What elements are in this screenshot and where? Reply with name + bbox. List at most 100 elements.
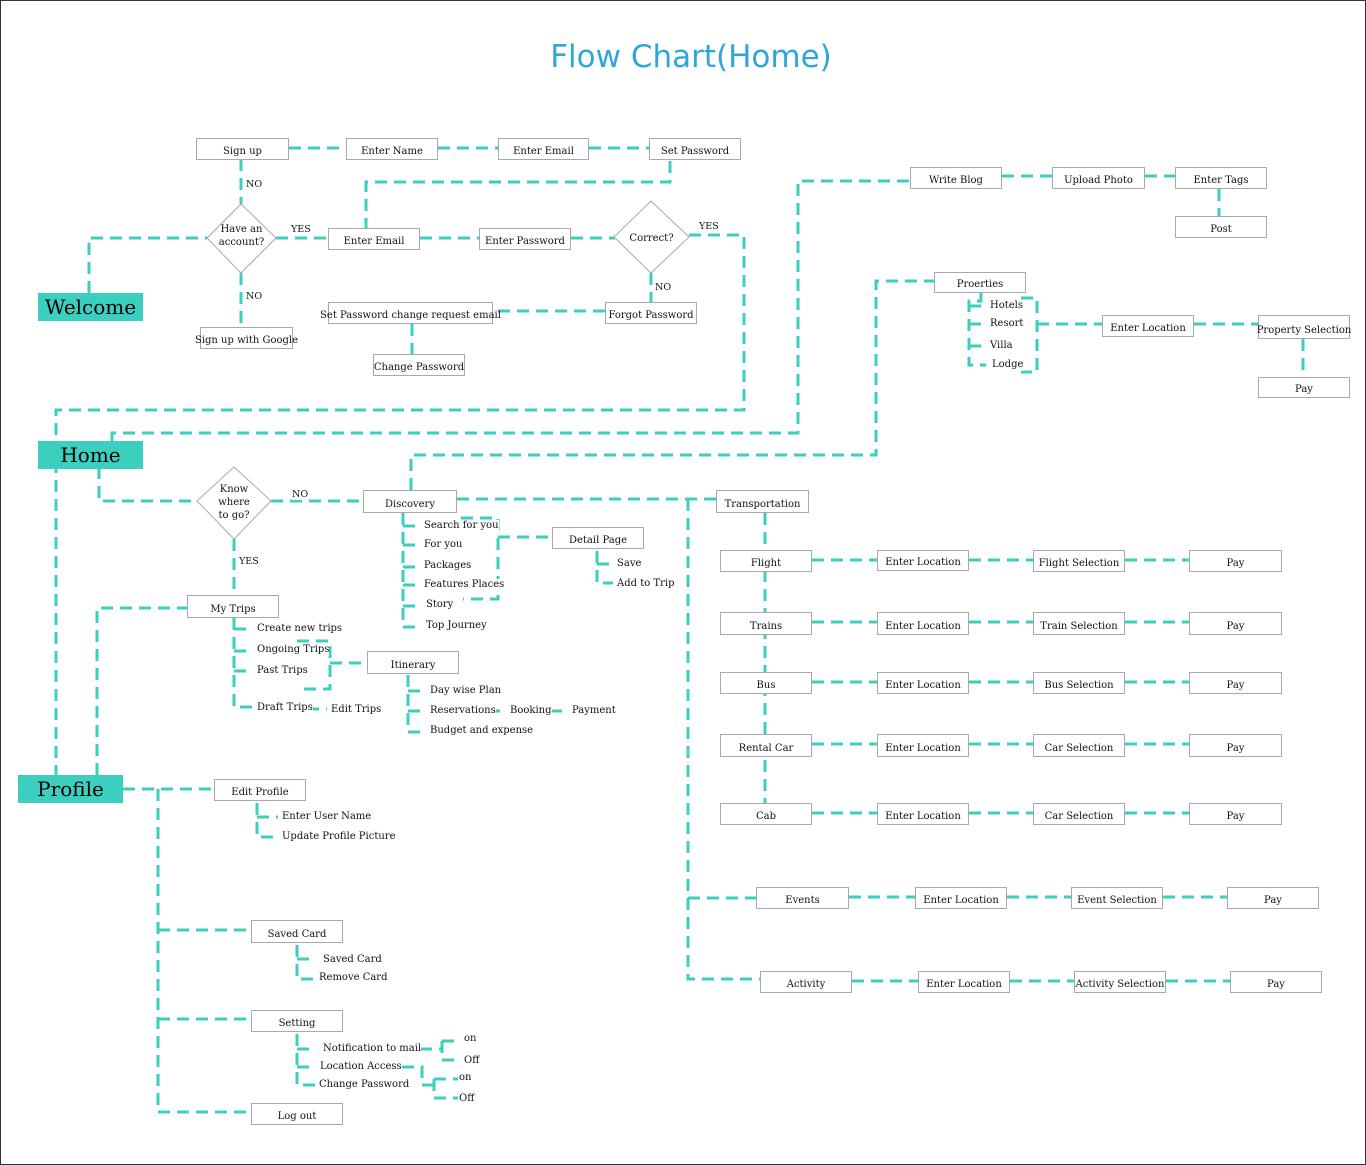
change-password-box: Change Password [373, 354, 465, 376]
transport-mode-box: Flight [720, 550, 812, 572]
enter-user-name-label: Enter User Name [282, 811, 372, 823]
set-password-change-box: Set Password change request email [320, 302, 501, 324]
transport-location-box: Enter Location [877, 612, 969, 635]
set-password-box: Set Password [649, 138, 741, 160]
add-to-trip-label: Add to Trip [617, 578, 675, 590]
save-label: Save [617, 558, 642, 570]
saved-card-label: Saved Card [323, 954, 382, 966]
transport-pay-box: Pay [1189, 734, 1282, 757]
discovery-item: Top Journey [426, 620, 487, 632]
yes-label: YES [291, 224, 311, 235]
log-out-box: Log out [251, 1103, 343, 1125]
no-label: NO [246, 179, 263, 190]
events-location-box: Enter Location [915, 887, 1007, 909]
trip-item: Draft Trips [257, 702, 313, 714]
saved-card-box: Saved Card [251, 920, 343, 943]
transport-pay-box: Pay [1189, 612, 1282, 635]
transport-pay-box: Pay [1189, 803, 1282, 825]
transport-selection-box: Bus Selection [1033, 672, 1125, 694]
transport-mode-box: Bus [720, 672, 812, 694]
profile-section: Profile [18, 775, 123, 803]
page-title: Flow Chart(Home) [550, 39, 832, 75]
trip-item: Ongoing Trips [257, 644, 330, 656]
discovery-box: Discovery [363, 490, 457, 513]
properties-box: Proerties [934, 272, 1026, 293]
detail-page-box: Detail Page [552, 527, 644, 549]
change-password-label: Change Password [319, 1079, 410, 1091]
discovery-item: Features Places [424, 579, 505, 591]
sign-up-google-box: Sign up with Google [195, 327, 298, 349]
hotels-label: Hotels [990, 300, 1024, 312]
no-label: NO [292, 489, 309, 500]
lodge-label: Lodge [992, 359, 1024, 371]
yes-label: YES [239, 556, 259, 567]
enter-tags-box: Enter Tags [1175, 167, 1267, 189]
activity-location-box: Enter Location [918, 971, 1010, 993]
correct-label: Correct? [629, 233, 674, 244]
transport-mode-box: Cab [720, 803, 812, 825]
correct-decision [613, 200, 690, 274]
have-account-decision [206, 203, 277, 274]
transport-mode-box: Rental Car [720, 734, 812, 757]
events-pay-box: Pay [1227, 887, 1319, 909]
transportation-box: Transportation [716, 490, 809, 513]
discovery-item: For you [424, 539, 463, 551]
itinerary-item: Day wise Plan [430, 685, 502, 697]
transport-pay-box: Pay [1189, 672, 1282, 694]
no-label: NO [246, 291, 263, 302]
remove-card-label: Remove Card [319, 972, 388, 984]
itinerary-item: Budget and expense [430, 725, 534, 737]
itinerary-item: Reservations [430, 705, 496, 717]
update-picture-label: Update Profile Picture [282, 831, 396, 843]
transport-selection-box: Car Selection [1033, 734, 1125, 757]
enter-password-box: Enter Password [479, 228, 571, 250]
villa-label: Villa [990, 340, 1013, 352]
property-pay-box: Pay [1258, 377, 1350, 398]
transport-pay-box: Pay [1189, 550, 1282, 572]
on-label: on [464, 1033, 477, 1045]
notification-label: Notification to mail [323, 1043, 422, 1055]
transport-location-box: Enter Location [877, 803, 969, 825]
edit-profile-box: Edit Profile [214, 779, 306, 801]
transport-location-box: Enter Location [877, 550, 969, 571]
event-selection-box: Event Selection [1071, 887, 1163, 909]
home-section: Home [38, 441, 143, 469]
know-where-decision [196, 466, 272, 540]
write-blog-box: Write Blog [910, 167, 1002, 189]
trip-item: Past Trips [257, 665, 308, 677]
yes-label: YES [699, 221, 719, 232]
setting-box: Setting [251, 1010, 343, 1032]
discovery-item: Search for you [424, 520, 499, 532]
transport-selection-box: Car Selection [1033, 803, 1125, 825]
transport-selection-box: Flight Selection [1033, 550, 1125, 572]
events-box: Events [756, 887, 849, 909]
transport-selection-box: Train Selection [1033, 612, 1125, 635]
on-label: on [459, 1072, 472, 1084]
my-trips-box: My Trips [187, 595, 279, 618]
activity-selection-box: Activity Selection [1074, 971, 1166, 993]
discovery-item: Story [426, 599, 454, 611]
property-selection-box: Property Selection [1257, 315, 1351, 339]
discovery-item: Packages [424, 560, 472, 572]
no-label: NO [655, 282, 672, 293]
itinerary-box: Itinerary [367, 651, 459, 674]
resort-label: Resort [990, 318, 1024, 330]
off-label: Off [459, 1093, 475, 1105]
transport-location-box: Enter Location [877, 672, 969, 694]
payment-label: Payment [572, 705, 616, 717]
upload-photo-box: Upload Photo [1052, 167, 1145, 189]
enter-email-login-box: Enter Email [328, 228, 420, 250]
post-box: Post [1175, 216, 1267, 238]
off-label: Off [464, 1055, 480, 1067]
enter-email-box: Enter Email [498, 138, 589, 160]
forgot-password-box: Forgot Password [605, 302, 697, 324]
transport-location-box: Enter Location [877, 734, 969, 757]
sign-up-box: Sign up [196, 138, 289, 160]
property-location-box: Enter Location [1102, 315, 1194, 337]
activity-box: Activity [760, 971, 852, 993]
booking-label: Booking [510, 705, 552, 717]
